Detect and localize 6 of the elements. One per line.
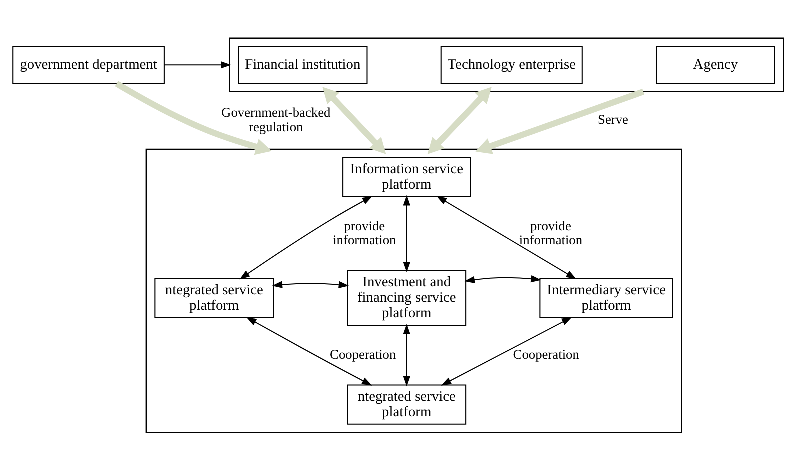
edge-label: Government-backed regulation (221, 104, 330, 134)
edge-label: Serve (598, 112, 628, 127)
edge-label: provide information (332, 218, 396, 248)
edge-label: Cooperation (512, 346, 579, 362)
edge-label: Cooperation (330, 346, 396, 362)
edge-label: provide information (518, 218, 582, 248)
